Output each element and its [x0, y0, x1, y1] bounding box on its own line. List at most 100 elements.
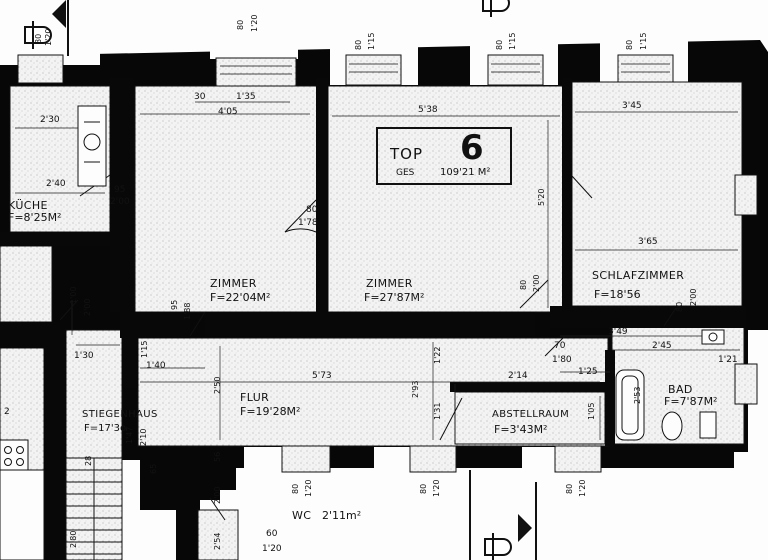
dim-hall-100: 1'00: [69, 286, 78, 304]
dim-center-window1-115: 1'15: [367, 32, 376, 50]
dim-hall-250: 2'50: [213, 376, 222, 394]
dim-stieg-28: 28: [84, 455, 93, 466]
dim-bottom-window3-80: 80: [565, 483, 574, 494]
partition-walls: [0, 78, 746, 560]
section-arrow-bottom: [518, 514, 532, 542]
dim-zimmer-left-135: 1'35: [236, 92, 256, 102]
dim-center-door-200: 2'00: [532, 274, 541, 292]
room-name-wc: WC: [292, 509, 312, 522]
dim-flur-125: 1'25: [578, 367, 598, 377]
room-name-zimmer-center: ZIMMER: [366, 277, 413, 290]
room-area-flur: F=19'28M²: [240, 405, 301, 418]
dim-bottom-window2-80: 80: [419, 483, 428, 494]
dim-right-window-80: 80: [625, 39, 634, 50]
door-swings: [59, 174, 677, 521]
dim-zimmer-left-30: 30: [194, 92, 206, 102]
dim-zimmer-left-bottom-188: 1'88: [183, 302, 192, 320]
room-name-stiegenhaus: STIEGENHAUS: [82, 409, 158, 420]
dim-stieg-147: 1'47: [125, 426, 134, 444]
dim-zimmer-left-width: 4'05: [218, 107, 238, 117]
dim-flur-length: 5'73: [312, 371, 332, 381]
dim-schlaf-door-80: 80: [675, 301, 684, 312]
room-area-zimmer-center: F=27'87M²: [364, 291, 425, 304]
room-name-zimmer-left: ZIMMER: [210, 277, 257, 290]
dim-schlaf-width-top: 3'45: [622, 101, 642, 111]
dim-kueche-width-mid: 2'40: [46, 179, 66, 189]
bath-window: [734, 363, 758, 405]
dim-center-window2-115: 1'15: [508, 32, 517, 50]
dim-wc-window-120: 1'20: [262, 544, 282, 554]
room-name-bad: BAD: [668, 383, 693, 396]
bottom-windows: [197, 445, 602, 560]
orientation-symbol-top-left: [24, 21, 52, 49]
dim-stieg-200: 2'00: [213, 486, 222, 504]
unit-number: 6: [460, 128, 484, 168]
dim-kueche-width-top: 2'30: [40, 115, 60, 125]
orientation-symbol-bottom: [484, 533, 512, 560]
dim-flur-180: 1'80: [552, 355, 572, 365]
dim-bottom-window1-120: 1'20: [304, 479, 313, 497]
dim-stieg-65: 65: [149, 463, 158, 474]
dim-kueche-left-door-80: 80: [34, 33, 43, 44]
room-area-zimmer-left: F=22'04M²: [210, 291, 271, 304]
dim-flur-349: 3'49: [608, 327, 628, 337]
room-area-stiegenhaus: F=17'3o: [84, 423, 127, 434]
dim-stieg-280: 2'80: [69, 530, 78, 548]
room-name-flur: FLUR: [240, 391, 270, 404]
dim-stieg-56: 56: [213, 451, 222, 462]
dim-center-width: 5'38: [418, 105, 438, 115]
dim-flur-293: 2'93: [411, 380, 420, 398]
orientation-symbol-top: [482, 0, 510, 17]
dim-stieg-254: 2'54: [213, 532, 222, 550]
room-name-kueche: KÜCHE: [8, 199, 48, 212]
dim-kueche-door-95: 95: [114, 185, 126, 195]
dim-center-window2-80: 80: [495, 39, 504, 50]
section-arrow-top: [52, 0, 66, 28]
room-name-schlafzimmer: SCHLAFZIMMER: [592, 269, 685, 282]
dim-kueche-left-door-120: 1'20: [44, 28, 53, 46]
dim-kueche-door-200: 2'00: [110, 197, 130, 207]
window-stripes: [17, 54, 674, 87]
dim-flur-122: 1'22: [433, 346, 442, 364]
dim-zimmer-left-bottom-95: 95: [170, 299, 179, 310]
room-area-kueche: F=8'25M²: [8, 211, 62, 224]
dim-flur-214: 2'14: [508, 371, 528, 381]
dim-hall-140: 1'40: [146, 361, 166, 371]
unit-label-box: TOP 6 GES 109'21 M²: [376, 127, 512, 185]
dim-hall-200: 2'00: [83, 298, 92, 316]
room-area-bad: F=7'87M²: [664, 395, 718, 408]
staircase: [0, 457, 123, 560]
dim-bad-253: 2'53: [633, 386, 642, 404]
bath-fixtures: [615, 329, 725, 441]
dim-bottom-window1-80: 80: [291, 483, 300, 494]
room-area-abstellraum: F=3'43M²: [494, 423, 548, 436]
window-lines: [220, 63, 670, 75]
dim-zimmer-left-door-178: 1'78: [298, 218, 318, 228]
dim-center-window1-80: 80: [354, 39, 363, 50]
room-name-abstellraum: ABSTELLRAUM: [492, 409, 570, 420]
room-area-wc: 2'11m²: [322, 509, 362, 522]
dim-hall-115: 1'15: [140, 340, 149, 358]
dim-zimmer-left-door-80: 80: [306, 205, 318, 215]
dim-abstell-105: 1'05: [587, 402, 596, 420]
total-area-value: 109'21 M²: [440, 167, 491, 178]
dim-schlaf-width-bottom: 3'65: [638, 237, 658, 247]
dim-zimmer-left-window-120: 1'20: [250, 14, 259, 32]
kitchen-fixtures: [77, 105, 107, 187]
dim-wc-window-60: 60: [266, 529, 278, 539]
dim-stieg-210: 2'10: [139, 428, 148, 446]
side-window: [734, 174, 758, 216]
dim-flur-70: 70: [554, 341, 566, 351]
section-markers: [67, 0, 537, 560]
room-area-schlafzimmer: F=18'56: [594, 288, 641, 301]
dim-flur-131: 1'31: [433, 402, 442, 420]
dim-bad-121: 1'21: [718, 355, 738, 365]
dim-bottom-window2-120: 1'20: [432, 479, 441, 497]
dim-schlaf-door-200: 2'00: [689, 288, 698, 306]
dim-bottom-window3-120: 1'20: [578, 479, 587, 497]
dim-left-side-2: 2: [4, 407, 10, 417]
dim-bad-245: 2'45: [652, 341, 672, 351]
unit-top-label: TOP: [390, 145, 424, 163]
